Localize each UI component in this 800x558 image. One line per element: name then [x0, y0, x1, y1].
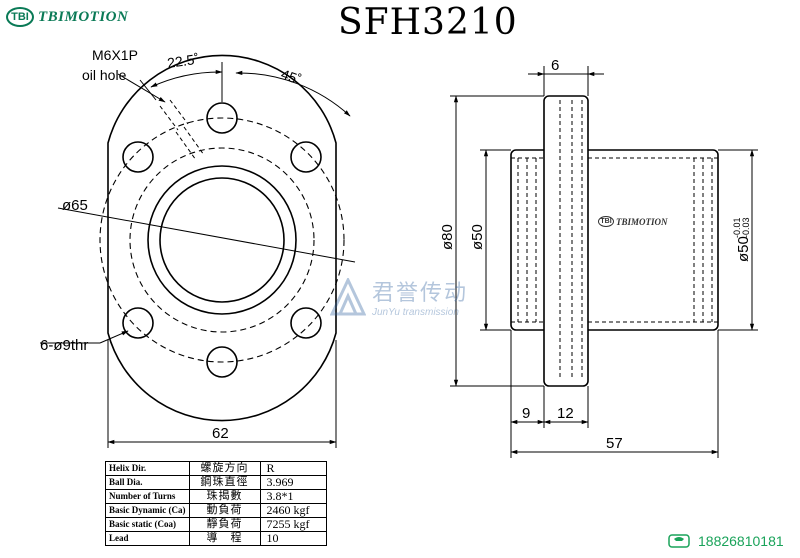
mount-hole: [122, 141, 154, 173]
spec-label-en: Basic static (Coa): [105, 517, 190, 532]
contact-phone: 18826810181: [668, 533, 784, 549]
logo-text: TBIMOTION: [38, 8, 129, 25]
nut-logo-badge: TBI: [598, 216, 614, 227]
tolerance-lower: -0.03: [741, 217, 751, 238]
spec-label-en: Basic Dynamic (Ca): [105, 503, 190, 518]
pcd-diameter-label: ø65: [62, 197, 88, 214]
oil-hole-label-2: oil hole: [82, 67, 127, 83]
dim-12-label: 12: [557, 405, 574, 422]
oil-hole-label-1: M6X1P: [92, 47, 138, 63]
flange-outline: [107, 54, 337, 422]
pcd-circle: [99, 117, 345, 363]
mount-hole: [290, 307, 322, 339]
phone-icon: [668, 534, 690, 548]
spec-label-cn: 鋼珠直徑: [188, 475, 261, 490]
logo-badge: TBI: [6, 7, 34, 27]
spec-label-cn: 珠揭數: [188, 489, 261, 504]
watermark-en: JunYu transmission: [372, 307, 459, 318]
spec-label-cn: 螺旋方向: [188, 461, 261, 476]
page-title: SFH3210: [338, 2, 518, 43]
angle-22-5-label: 22.5˚: [166, 51, 200, 71]
spec-label-en: Helix Dir.: [105, 461, 190, 476]
mount-holes-label: 6-ø9thr: [40, 337, 88, 354]
body-dia-label: ø50: [469, 224, 486, 250]
mount-hole: [290, 141, 322, 173]
flange-thickness-label: 6: [551, 57, 559, 74]
watermark-logo-icon: [330, 277, 366, 315]
flange-dia-label: ø80: [439, 224, 456, 250]
dim-9-label: 9: [522, 405, 530, 422]
bore-inner-circle: [159, 177, 285, 303]
spec-label-cn: 導 程: [188, 531, 261, 546]
phone-number: 18826810181: [698, 533, 784, 549]
body-hidden-circle: [129, 147, 315, 333]
fit-dia-label: ø50: [735, 236, 752, 262]
angle-45-label: 45˚: [279, 66, 303, 88]
spec-label-en: Ball Dia.: [105, 475, 190, 490]
nut-body: [510, 149, 719, 331]
spec-value: 3.969: [259, 475, 327, 490]
width-62-label: 62: [212, 425, 229, 442]
nut-flange: [543, 95, 589, 387]
watermark-cn: 君誉传动: [372, 281, 469, 306]
nut-logo-text: TBIMOTION: [616, 216, 668, 227]
spec-value: 7255 kgf: [259, 517, 327, 532]
mount-hole: [206, 346, 238, 378]
brand-logo: TBI TBIMOTION: [6, 7, 128, 27]
spec-value: 3.8*1: [259, 489, 327, 504]
watermark: 君誉传动 JunYu transmission: [330, 275, 468, 318]
mount-hole: [122, 307, 154, 339]
spec-label-cn: 靜負荷: [188, 517, 261, 532]
nut-brand-logo: TBI TBIMOTION: [598, 216, 668, 227]
spec-value: R: [259, 461, 327, 476]
spec-label-en: Number of Turns: [105, 489, 190, 504]
spec-value: 10: [259, 531, 327, 546]
spec-label-en: Lead: [105, 531, 190, 546]
tolerance-upper: -0.01: [732, 217, 742, 238]
spec-value: 2460 kgf: [259, 503, 327, 518]
mount-hole: [206, 102, 238, 134]
bore-outer-circle: [147, 165, 297, 315]
spec-label-cn: 動負荷: [188, 503, 261, 518]
dim-57-label: 57: [606, 435, 623, 452]
